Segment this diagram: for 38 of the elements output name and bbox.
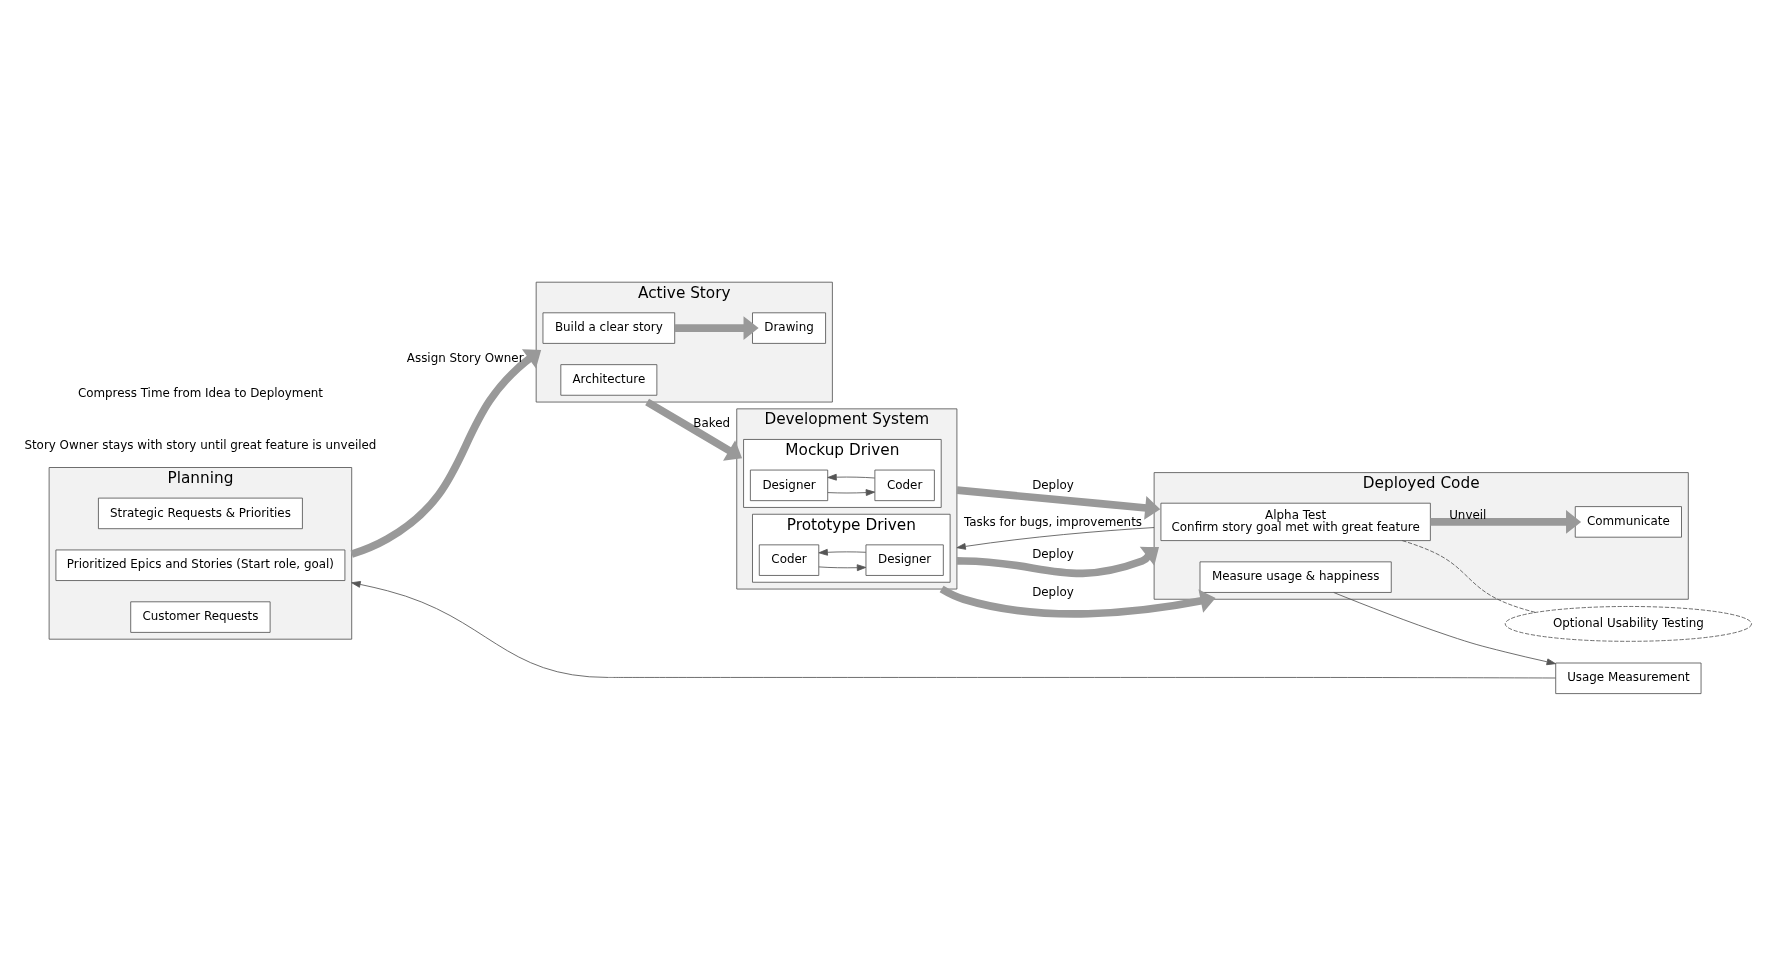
arrow	[1430, 510, 1582, 534]
node-box: Drawing	[752, 312, 826, 344]
arrow	[939, 585, 1216, 618]
arrow	[1333, 592, 1556, 666]
edge-label: Tasks for bugs, improvements	[963, 515, 1143, 530]
node-box: Usage Measurement	[1555, 662, 1702, 695]
node-box: Designer	[865, 544, 944, 576]
node-box: Coder	[874, 469, 935, 502]
node-box: Measure usage & happiness	[1199, 561, 1392, 593]
node-box: Build a clear story	[542, 312, 676, 344]
arrow	[956, 527, 1155, 550]
node-box: Architecture	[560, 364, 658, 396]
node-box: Communicate	[1574, 506, 1682, 538]
arrow	[674, 316, 759, 340]
arrow	[956, 486, 1161, 520]
node-box: Strategic Requests & Priorities	[98, 497, 303, 530]
node-box: Alpha Test Confirm story goal met with great feature	[1160, 502, 1431, 542]
label: Compress Time from Idea to Deployment	[77, 385, 323, 400]
arrow	[827, 489, 876, 496]
arrow	[818, 548, 867, 556]
node-ellipse: Optional Usability Testing	[1504, 606, 1752, 642]
arrow	[645, 398, 743, 461]
node-box: Coder	[758, 544, 820, 576]
arrow	[350, 349, 542, 558]
node-box: Designer	[749, 469, 829, 502]
label: Story Owner stays with story until great feature is unveiled	[24, 437, 377, 452]
edge-label: Unveil	[1449, 507, 1487, 522]
node-box: Prioritized Epics and Stories (Start role, goal)	[55, 549, 346, 581]
node-box: Customer Requests	[130, 601, 271, 633]
edge-label: Deploy	[1032, 546, 1074, 561]
arrow	[956, 546, 1159, 578]
edge-label: Deploy	[1032, 477, 1074, 492]
edge-label: Baked	[693, 415, 731, 430]
edge-label: Assign Story Owner	[406, 351, 524, 366]
arrow	[818, 564, 867, 572]
arrow	[351, 581, 1556, 679]
edge-label: Deploy	[1032, 585, 1074, 600]
arrow	[827, 473, 876, 481]
